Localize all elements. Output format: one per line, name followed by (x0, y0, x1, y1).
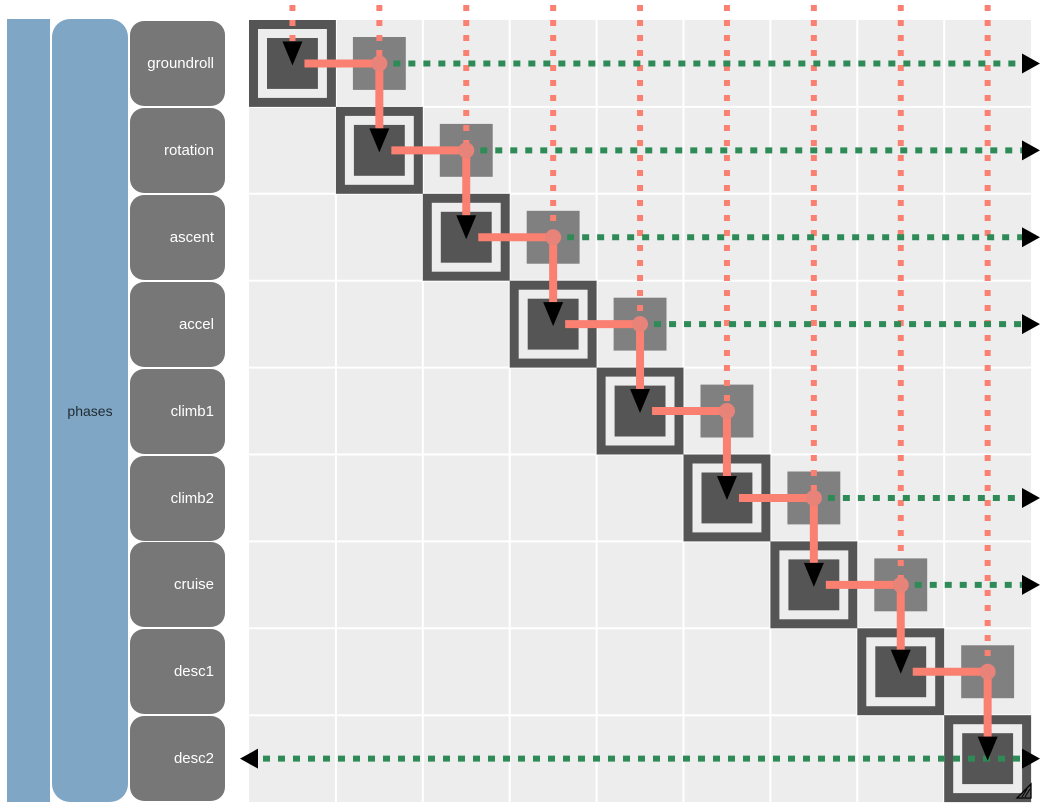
phase-label: ascent (169, 228, 214, 246)
arrow-right-icon (1022, 487, 1040, 508)
coupling-node (892, 576, 909, 593)
phases-group-bar[interactable]: phases (52, 19, 128, 802)
arrow-down-icon (716, 475, 737, 500)
coupling-node (805, 489, 822, 506)
arrow-down-icon (282, 41, 303, 66)
phase-row-rotation[interactable]: rotation (130, 107, 225, 193)
phase-row-climb1[interactable]: climb1 (130, 368, 225, 454)
coupling-node (458, 142, 475, 159)
arrow-down-icon (803, 562, 824, 587)
arrow-down-icon (890, 649, 911, 674)
phase-label: rotation (163, 141, 214, 159)
phase-label: climb2 (170, 489, 214, 507)
arrow-down-icon (977, 736, 998, 761)
phase-row-desc2[interactable]: desc2 (130, 716, 225, 802)
arrow-right-icon (1022, 748, 1040, 769)
phase-row-desc1[interactable]: desc1 (130, 629, 225, 715)
phase-label: desc1 (173, 663, 214, 681)
phase-label: groundroll (147, 55, 214, 72)
phase-label: climb1 (170, 402, 214, 420)
coupling-node (632, 316, 649, 333)
phase-row-groundroll[interactable]: groundroll (130, 21, 225, 106)
coupling-node (371, 55, 388, 72)
arrow-left-icon (240, 748, 258, 769)
phase-row-climb2[interactable]: climb2 (130, 455, 225, 541)
phase-label: cruise (173, 576, 214, 594)
resize-handle-icon (1015, 782, 1032, 799)
arrow-down-icon (456, 215, 477, 240)
resize-handle[interactable] (1015, 782, 1033, 800)
arrow-down-icon (543, 302, 564, 327)
coupling-node (545, 229, 562, 246)
arrow-down-icon (369, 128, 390, 153)
arrow-down-icon (630, 389, 651, 414)
arrow-right-icon (1022, 53, 1040, 74)
arrow-right-icon (1022, 574, 1040, 595)
phase-label: desc2 (173, 750, 214, 768)
arrow-right-icon (1022, 140, 1040, 161)
phase-row-cruise[interactable]: cruise (130, 542, 225, 628)
coupling-node (718, 403, 735, 420)
phase-row-ascent[interactable]: ascent (130, 194, 225, 280)
phase-row-accel[interactable]: accel (130, 281, 225, 367)
arrow-right-icon (1022, 314, 1040, 335)
outer-group-bar (7, 19, 50, 802)
phases-group-label: phases (67, 402, 113, 419)
phase-label: accel (178, 315, 214, 333)
coupling-node (979, 663, 996, 680)
arrow-right-icon (1022, 227, 1040, 248)
